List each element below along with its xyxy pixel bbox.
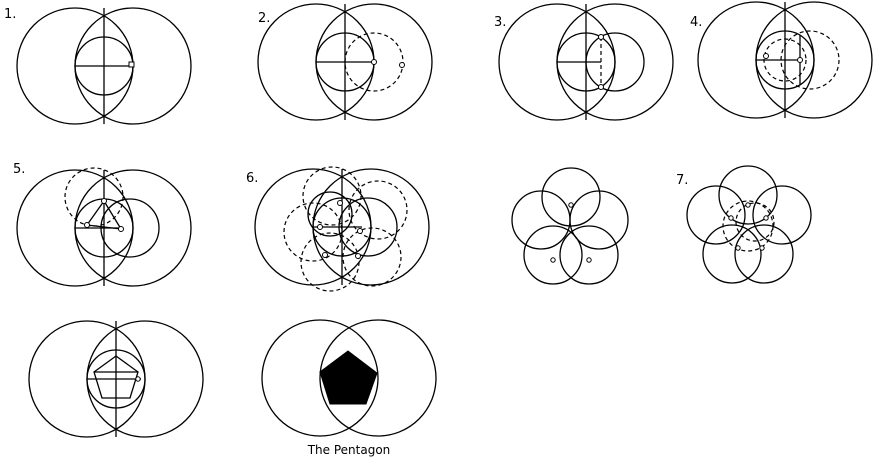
panel-rosette: [511, 167, 629, 285]
point-marker: [355, 253, 361, 259]
step-label-2: 2.: [258, 11, 270, 26]
dashed-circle: [300, 232, 360, 292]
step-label-7: 7.: [676, 173, 688, 188]
marker-square: [128, 61, 135, 68]
large-circle-left: [261, 319, 379, 437]
point-marker: [797, 57, 803, 63]
point-marker: [84, 222, 90, 228]
dashed-circle: [735, 202, 775, 242]
point-marker: [586, 257, 592, 263]
point-marker: [357, 228, 363, 234]
point-marker: [745, 202, 751, 208]
point-marker: [337, 200, 343, 206]
large-circle-right: [319, 319, 437, 437]
point-marker: [763, 53, 769, 59]
point-marker: [317, 224, 323, 230]
step-label-1: 1.: [4, 7, 16, 22]
filled-pentagon: [319, 350, 378, 405]
small-circle: [307, 191, 353, 237]
dashed-circle: [342, 227, 402, 287]
point-marker: [371, 59, 377, 65]
panel-final-pentagon: The Pentagon: [261, 319, 437, 457]
dashed-circle: [348, 180, 408, 240]
dashed-circle: [344, 32, 404, 92]
point-marker: [728, 215, 734, 221]
panel-step-4: 4.: [690, 1, 873, 119]
construction-line: [103, 200, 122, 230]
dashed-circle: [722, 200, 774, 252]
dashed-circle: [780, 30, 840, 90]
point-marker: [550, 257, 556, 263]
step-label-6: 6.: [246, 171, 258, 186]
step-label-4: 4.: [690, 15, 702, 30]
rosette-circle: [752, 185, 812, 245]
dashed-circle: [283, 202, 343, 262]
panel-step-6: 6.: [246, 166, 430, 292]
point-marker: [101, 198, 107, 204]
step-label-3: 3.: [494, 15, 506, 30]
pentagon-caption: The Pentagon: [307, 443, 391, 457]
rosette-circle: [734, 224, 794, 284]
rosette-circle: [718, 165, 778, 225]
point-marker: [735, 245, 741, 251]
rosette-circle: [559, 225, 619, 285]
panel-step-3: 3.: [494, 3, 674, 121]
point-marker: [763, 215, 769, 221]
construction-line: [86, 200, 105, 226]
point-marker: [759, 245, 765, 251]
panel-step-2: 2.: [257, 3, 433, 121]
panel-step-7: 7.: [676, 165, 812, 284]
pentagon-outline: [93, 355, 139, 399]
point-marker: [568, 202, 574, 208]
construction-line: [86, 224, 122, 230]
rosette-circle: [541, 167, 601, 227]
panel-step-5: 5.: [13, 162, 192, 287]
point-marker: [135, 376, 141, 382]
dashed-circle: [302, 166, 362, 226]
rosette-circle: [686, 185, 746, 245]
rosette-circle: [511, 190, 571, 250]
panel-step-1: 1.: [4, 7, 192, 125]
point-marker: [118, 226, 124, 232]
point-marker: [598, 84, 604, 90]
point-marker: [322, 252, 328, 258]
panel-inscribed-pentagon: [28, 320, 204, 438]
step-label-5: 5.: [13, 162, 25, 177]
rosette-circle: [702, 224, 762, 284]
point-marker: [598, 34, 604, 40]
rosette-circle: [523, 225, 583, 285]
point-marker: [399, 62, 405, 68]
